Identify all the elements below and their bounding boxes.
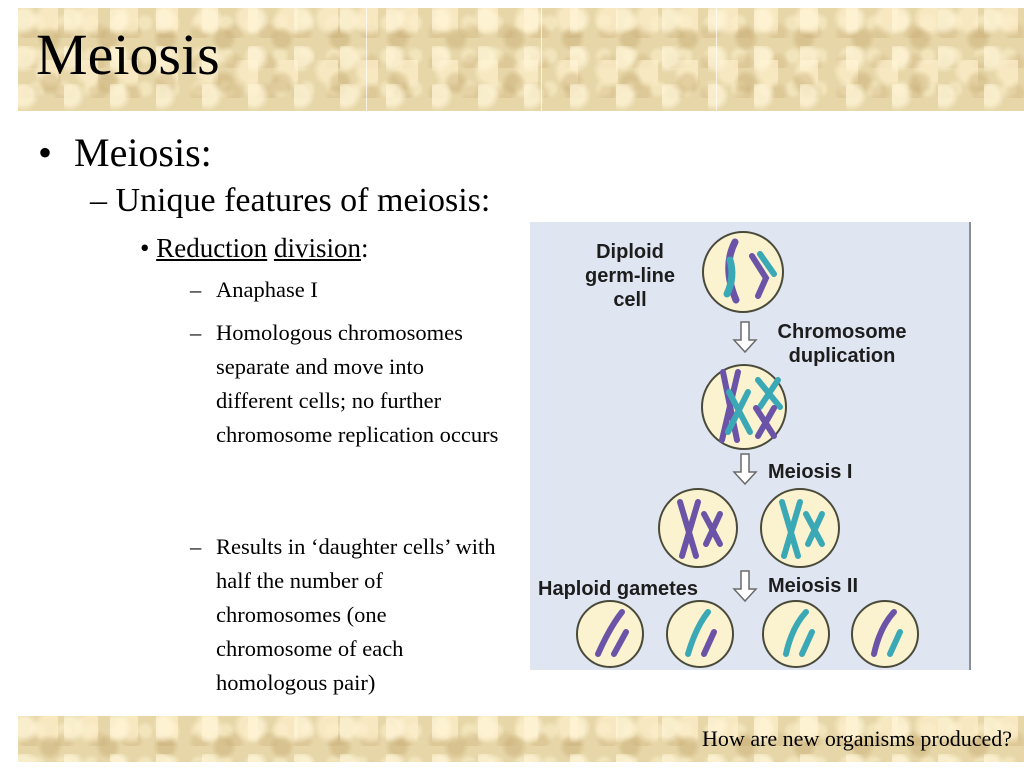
diploid-label-line1: Diploid: [596, 241, 664, 263]
chromosome: [685, 609, 711, 657]
chromosome: [799, 629, 815, 657]
header-divider: [366, 8, 367, 111]
meiosis1-cell-right: [760, 488, 840, 568]
bullet-level1-text: Meiosis:: [74, 130, 212, 175]
header-bar: [18, 8, 1024, 111]
header-divider: [541, 8, 542, 111]
bullet-level3-colon: :: [360, 233, 369, 263]
meiosis2-label: Meiosis II: [768, 575, 858, 597]
arrow-down-icon: [732, 453, 758, 486]
diploid-label-line2: germ-line: [585, 265, 675, 287]
chromosome: [595, 609, 625, 657]
slide-title: Meiosis: [36, 22, 220, 87]
chromosome: [803, 511, 825, 547]
chromosome: [749, 253, 770, 299]
bullet-level1: •Meiosis:: [38, 130, 212, 175]
reduction-word: Reduction: [156, 233, 268, 263]
arrow-down-icon: [732, 570, 758, 603]
chromosome: [871, 609, 897, 657]
duplication-label-line1: Chromosome: [778, 321, 907, 343]
chromosome: [887, 629, 903, 657]
haploid-label: Haploid gametes: [538, 578, 698, 600]
chromosome: [719, 369, 741, 443]
sub-bullet-text: Homologous chromosomes separate and move…: [216, 320, 499, 447]
gamete-cell-4: [851, 600, 919, 668]
meiosis1-label: Meiosis I: [768, 461, 852, 483]
duplication-label-line2: duplication: [789, 345, 896, 367]
chromosome: [701, 629, 717, 657]
footer-bar: How are new organisms produced?: [18, 716, 1024, 762]
meiosis1-cell-left: [658, 488, 738, 568]
meiosis-diagram-svg: Diploid germ-line cell Chromosome duplic…: [538, 222, 971, 670]
gamete-cell-2: [666, 600, 734, 668]
chromosome: [779, 499, 803, 559]
diploid-label-line3: cell: [613, 289, 646, 311]
gamete-cell-3: [762, 600, 830, 668]
chromosome: [783, 609, 809, 657]
chromosome: [611, 629, 629, 657]
chromosome: [757, 251, 777, 277]
header-divider: [716, 8, 717, 111]
bullet-level3: • Reduction division:: [140, 233, 369, 263]
arrow-down-icon: [732, 321, 758, 354]
chromosome: [677, 499, 701, 559]
footer-question: How are new organisms produced?: [702, 726, 1012, 751]
chromosome: [701, 511, 723, 547]
chromosome: [723, 256, 736, 298]
chromosome: [755, 377, 783, 410]
meiosis-diagram: Diploid germ-line cell Chromosome duplic…: [530, 222, 971, 670]
bullet-level2-text: Unique features of meiosis:: [115, 182, 491, 219]
chromosome: [753, 405, 777, 439]
sub-bullet-text: Anaphase I: [216, 277, 318, 302]
division-word: division: [273, 233, 361, 263]
chromosome: [725, 389, 753, 435]
sub-bullet-text: Results in ‘daughter cells’ with half th…: [216, 534, 496, 695]
bullet-level2: – Unique features of meiosis:: [90, 182, 491, 219]
